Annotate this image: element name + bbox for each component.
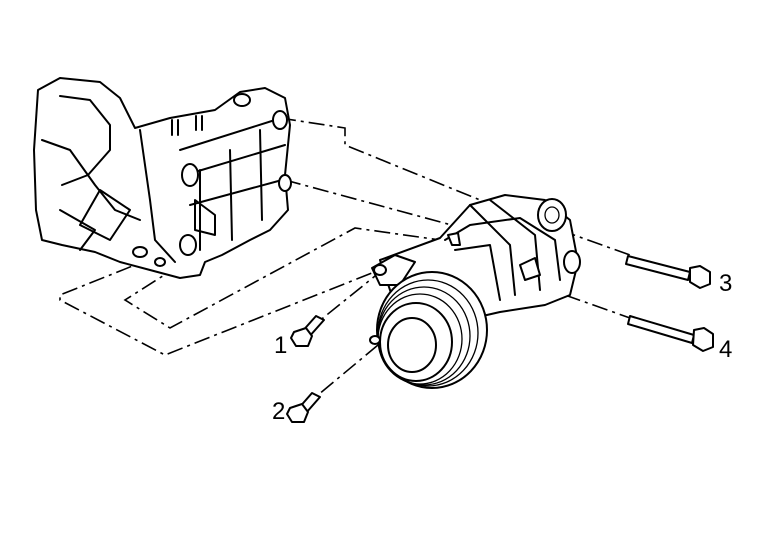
ac-compressor bbox=[369, 194, 581, 389]
bolt-1 bbox=[290, 315, 325, 347]
callout-1: 1 bbox=[274, 332, 288, 359]
engine-block-housing bbox=[33, 77, 292, 279]
bolt-2 bbox=[286, 392, 321, 423]
alignment-lines bbox=[59, 117, 631, 401]
callout-4: 4 bbox=[719, 336, 733, 363]
callout-3: 3 bbox=[719, 270, 733, 297]
callout-2: 2 bbox=[272, 398, 286, 425]
bolt-4 bbox=[627, 315, 714, 352]
bolt-3 bbox=[625, 255, 711, 289]
